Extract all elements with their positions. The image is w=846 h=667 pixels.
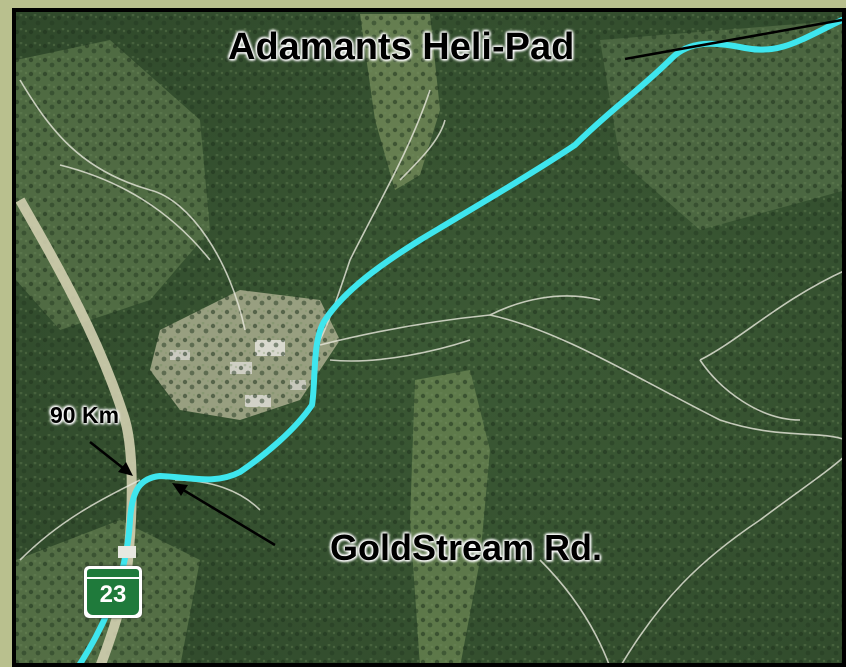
logging-trails — [19, 79, 846, 667]
road-arrowhead — [172, 483, 188, 496]
helipad-leader-line — [624, 18, 843, 61]
road-label: GoldStream Rd. — [330, 527, 603, 568]
distance-label: 90 Km — [50, 402, 120, 428]
highway-shield-icon: 23 — [84, 566, 142, 618]
distance-arrowhead — [118, 462, 133, 476]
shield-top-band — [87, 569, 139, 577]
road-marker-tag — [118, 546, 136, 558]
helipad-label: Adamants Heli-Pad — [228, 26, 575, 68]
shield-body — [87, 579, 139, 615]
road-arrow-line — [179, 486, 276, 547]
distance-arrow-line — [89, 441, 129, 473]
shield-route-number: 23 — [99, 581, 127, 608]
map-frame — [12, 8, 846, 667]
tree-texture — [16, 12, 844, 664]
label-leaders — [89, 18, 843, 547]
